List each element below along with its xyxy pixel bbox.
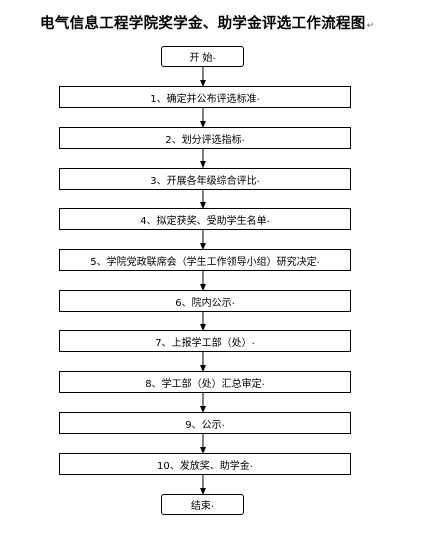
page-title: 电气信息工程学院奖学金、助学金评选工作流程图↵ [40,12,374,33]
text-end-mark: . [316,254,320,266]
text-end-mark: . [256,173,260,185]
flow-step-8: 8、学工部（处）汇总审定. [59,371,351,393]
start-label: 开 始 [189,53,213,64]
step-label: 5、学院党政联席会（学生工作领导小组）研究决定 [90,256,317,268]
flow-step-3: 3、开展各年级综合评比. [59,168,351,190]
text-end-mark: . [221,417,225,429]
text-end-mark: . [249,458,253,470]
text-end-mark: . [266,213,270,225]
step-label: 1、确定并公布评选标准 [150,93,257,105]
step-label: 7、上报学工部（处） [155,337,252,349]
flow-step-10: 10、发放奖、助学金. [59,453,351,475]
flow-step-6: 6、院内公示. [59,290,351,312]
flow-step-4: 4、拟定获奖、受助学生名单. [59,208,351,230]
step-label: 3、开展各年级综合评比 [150,175,257,187]
text-end-mark: . [231,295,235,307]
text-end-mark: . [256,91,260,103]
flow-step-2: 2、划分评选指标. [59,127,351,149]
text-end-mark: . [261,376,265,388]
text-end-mark: . [251,335,255,347]
step-label: 2、划分评选指标 [165,134,242,146]
text-end-mark: . [210,499,215,510]
flow-step-7: 7、上报学工部（处）. [59,330,351,352]
start-node: 开 始. [161,46,244,67]
end-label: 结束 [190,501,211,512]
flow-step-1: 1、确定并公布评选标准. [59,86,351,108]
text-end-mark: . [212,51,216,62]
end-node: 结束. [161,494,244,515]
step-label: 8、学工部（处）汇总审定 [145,378,262,390]
text-end-mark: . [241,132,245,144]
flow-step-5: 5、学院党政联席会（学生工作领导小组）研究决定. [59,249,351,271]
step-label: 9、公示 [185,419,222,431]
step-label: 4、拟定获奖、受助学生名单 [140,215,267,227]
paragraph-mark: ↵ [366,21,375,31]
flow-step-9: 9、公示. [59,412,351,434]
title-text: 电气信息工程学院奖学金、助学金评选工作流程图 [40,16,366,32]
step-label: 10、发放奖、助学金 [157,460,250,472]
step-label: 6、院内公示 [175,297,232,309]
